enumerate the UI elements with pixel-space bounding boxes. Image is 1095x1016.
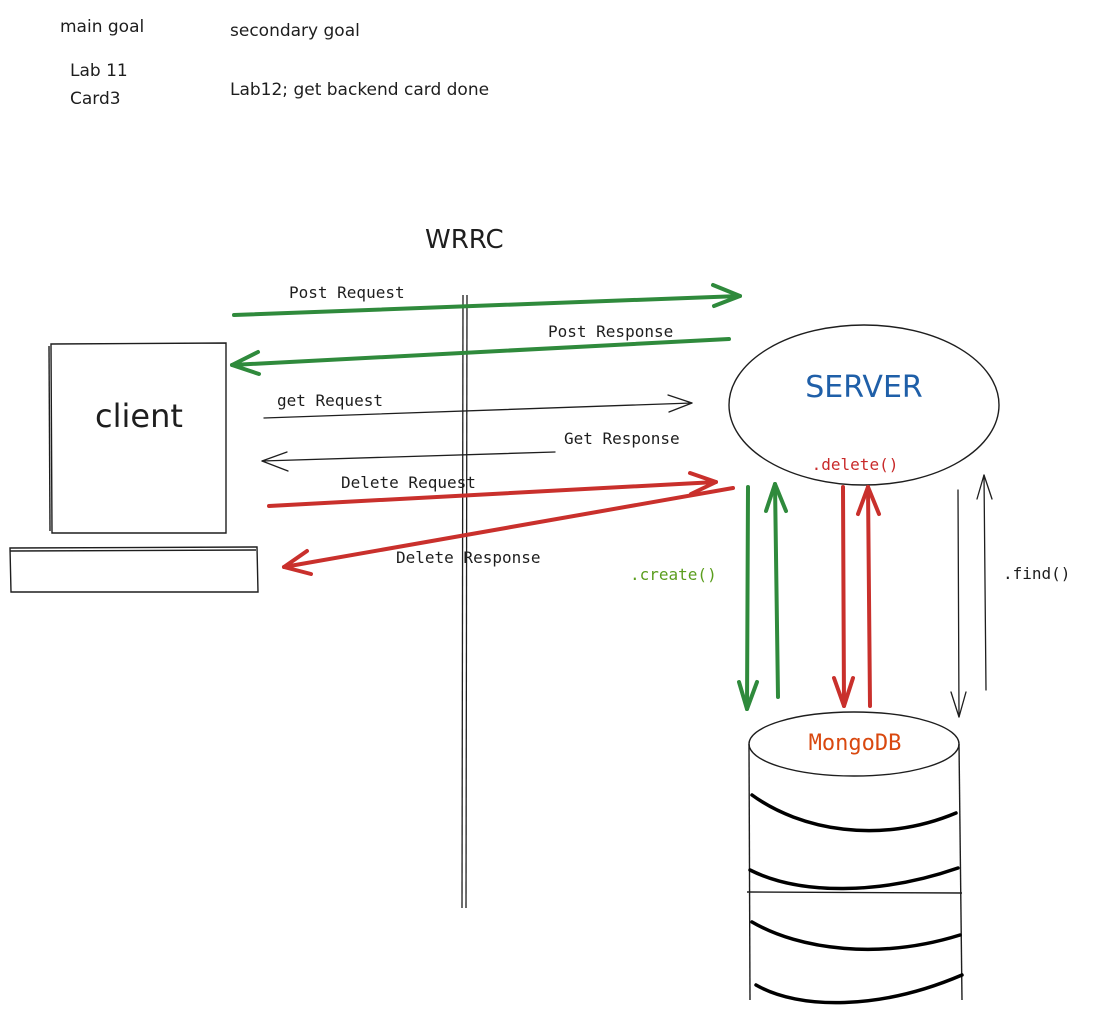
client-label: client — [95, 397, 183, 435]
delete-response-arrow — [282, 486, 735, 576]
post-request-arrow — [232, 283, 742, 317]
client-keyboard — [9, 546, 259, 593]
find-down-arrow — [950, 489, 967, 718]
post-response-label: Post Response — [548, 322, 673, 341]
main-goal-label: main goal — [60, 17, 144, 37]
delete-down-arrow — [832, 485, 855, 708]
find-method-label: .find() — [1003, 564, 1070, 583]
find-up-arrow — [976, 474, 993, 691]
delete-request-arrow — [267, 471, 718, 508]
client-monitor — [48, 342, 227, 534]
post-request-label: Post Request — [289, 283, 405, 302]
get-response-label: Get Response — [564, 429, 680, 448]
create-method-label: .create() — [630, 565, 717, 584]
get-response-arrow — [261, 451, 556, 472]
delete-response-label: Delete Response — [396, 548, 541, 567]
diagram-title: WRRC — [425, 225, 504, 255]
create-down-arrow — [737, 485, 759, 711]
server-label: SERVER — [805, 370, 923, 405]
divider-line — [461, 294, 468, 909]
main-goal-line1: Lab 11 — [70, 61, 128, 81]
secondary-goal-text: Lab12; get backend card done — [230, 80, 489, 100]
get-request-label: get Request — [277, 391, 383, 410]
main-goal-line2: Card3 — [70, 89, 121, 109]
get-request-arrow — [263, 394, 693, 419]
server-node — [728, 324, 1000, 486]
mongodb-cylinder — [746, 711, 963, 1001]
secondary-goal-label: secondary goal — [230, 21, 360, 41]
post-response-arrow — [230, 337, 731, 376]
delete-method-label: .delete() — [812, 455, 899, 474]
delete-up-arrow — [856, 485, 881, 708]
mongodb-label: MongoDB — [809, 731, 902, 756]
mongodb-stripes — [748, 793, 964, 1005]
create-up-arrow — [764, 482, 788, 699]
delete-request-label: Delete Request — [341, 473, 476, 492]
